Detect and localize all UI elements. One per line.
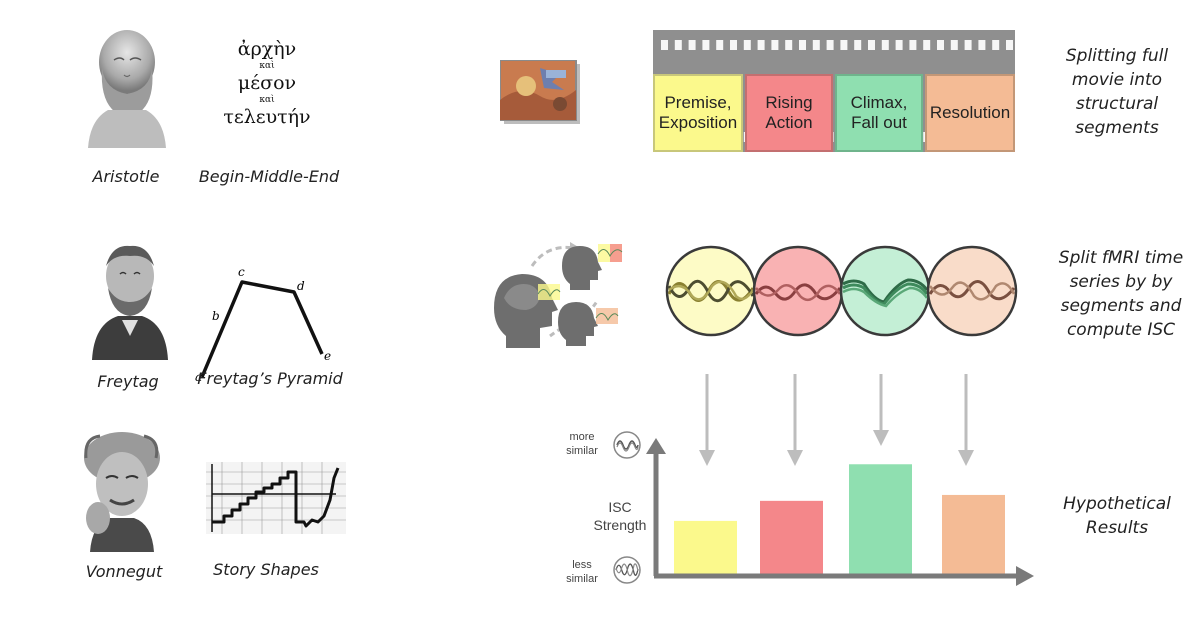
aristotle-name: Aristotle	[92, 167, 160, 186]
less-similar-wave-icon	[613, 556, 641, 584]
circle-resolution	[926, 245, 1018, 337]
brains-isc-icon	[494, 242, 623, 348]
more-similar-wave-icon	[613, 431, 641, 459]
aristotle-portrait	[88, 30, 166, 148]
greek-word-5: τελευτήν	[223, 106, 311, 128]
movie-poster-thumbnail	[500, 60, 580, 124]
segment-resolution: Resolution	[925, 74, 1015, 152]
sprocket-hole	[716, 40, 724, 50]
x-axis-arrowhead	[1016, 566, 1034, 586]
y-axis-label: ISC Strength	[593, 499, 647, 533]
greek-word-4: καὶ	[259, 95, 275, 105]
sprocket-hole	[688, 40, 696, 50]
pyramid-point-d: d	[297, 279, 305, 293]
pyramid-point-b: b	[212, 309, 220, 323]
sprocket-hole	[826, 40, 834, 50]
sprocket-hole	[992, 40, 1000, 50]
circle-premise	[665, 245, 757, 337]
sprocket-hole	[743, 40, 751, 50]
vonnegut-name: Vonnegut	[85, 562, 163, 581]
bar-4	[942, 494, 1005, 574]
vonnegut-portrait	[84, 432, 160, 552]
sprocket-hole	[674, 40, 682, 50]
segment-premise-exposition: Premise, Exposition	[653, 74, 743, 152]
greek-word-3: μέσον	[237, 72, 297, 94]
pyramid-point-a: a	[195, 370, 202, 382]
pyramid-point-c: c	[238, 265, 245, 279]
film-strip: Premise, Exposition Rising Action Climax…	[653, 30, 1015, 152]
down-arrows	[699, 374, 974, 466]
caption-splitting-movie: Splitting full movie into structural seg…	[1065, 46, 1169, 138]
sprocket-hole	[881, 40, 889, 50]
bar-3	[849, 464, 912, 574]
freytag-name: Freytag	[97, 372, 159, 391]
sprocket-hole	[895, 40, 903, 50]
sprocket-hole	[730, 40, 737, 50]
sprocket-hole	[799, 40, 806, 50]
greek-word-1: ἀρχὴν	[237, 38, 297, 60]
caption-split-fmri: Split fMRI time series by by segments an…	[1058, 248, 1184, 340]
greek-quote: ἀρχὴν καὶ μέσον καὶ τελευτήν	[222, 38, 312, 128]
sprocket-hole	[661, 40, 668, 50]
segment-rising-action: Rising Action	[745, 74, 833, 152]
sprocket-hole	[785, 40, 793, 50]
y-top-label: more similar	[566, 431, 598, 457]
isc-bar-chart	[646, 438, 1034, 586]
freytag-pyramid-diagram: a b c d e	[195, 265, 331, 382]
circle-rising	[752, 245, 844, 337]
sprocket-hole	[757, 40, 765, 50]
begin-middle-end-label: Begin-Middle-End	[198, 167, 340, 186]
pyramid-point-e: e	[324, 349, 331, 363]
bar-1	[674, 520, 737, 574]
sprocket-hole	[840, 40, 848, 50]
segment-climax-fall-out: Climax, Fall out	[835, 74, 923, 152]
sprocket-hole	[1006, 40, 1013, 50]
sprocket-hole	[964, 40, 972, 50]
sprocket-hole	[868, 40, 875, 50]
greek-word-2: καὶ	[259, 61, 275, 71]
freytags-pyramid-label: Freytag’s Pyramid	[197, 369, 343, 388]
sprocket-hole	[909, 40, 917, 50]
sprocket-hole	[702, 40, 710, 50]
sprocket-hole	[812, 40, 820, 50]
sprocket-hole	[854, 40, 862, 50]
y-bottom-label: less similar	[566, 559, 598, 585]
sprocket-hole	[937, 40, 944, 50]
bar-2	[760, 500, 823, 574]
isc-circles	[665, 245, 1018, 337]
circle-climax	[839, 245, 931, 337]
story-shapes-diagram	[206, 462, 346, 534]
y-axis-arrowhead	[646, 438, 666, 454]
caption-hypothetical-results: Hypothetical Results	[1063, 494, 1171, 538]
story-shapes-label: Story Shapes	[213, 560, 319, 579]
sprocket-hole	[950, 40, 958, 50]
sprocket-hole	[978, 40, 986, 50]
sprocket-hole	[923, 40, 931, 50]
freytag-portrait	[82, 236, 178, 360]
sprocket-hole	[771, 40, 779, 50]
